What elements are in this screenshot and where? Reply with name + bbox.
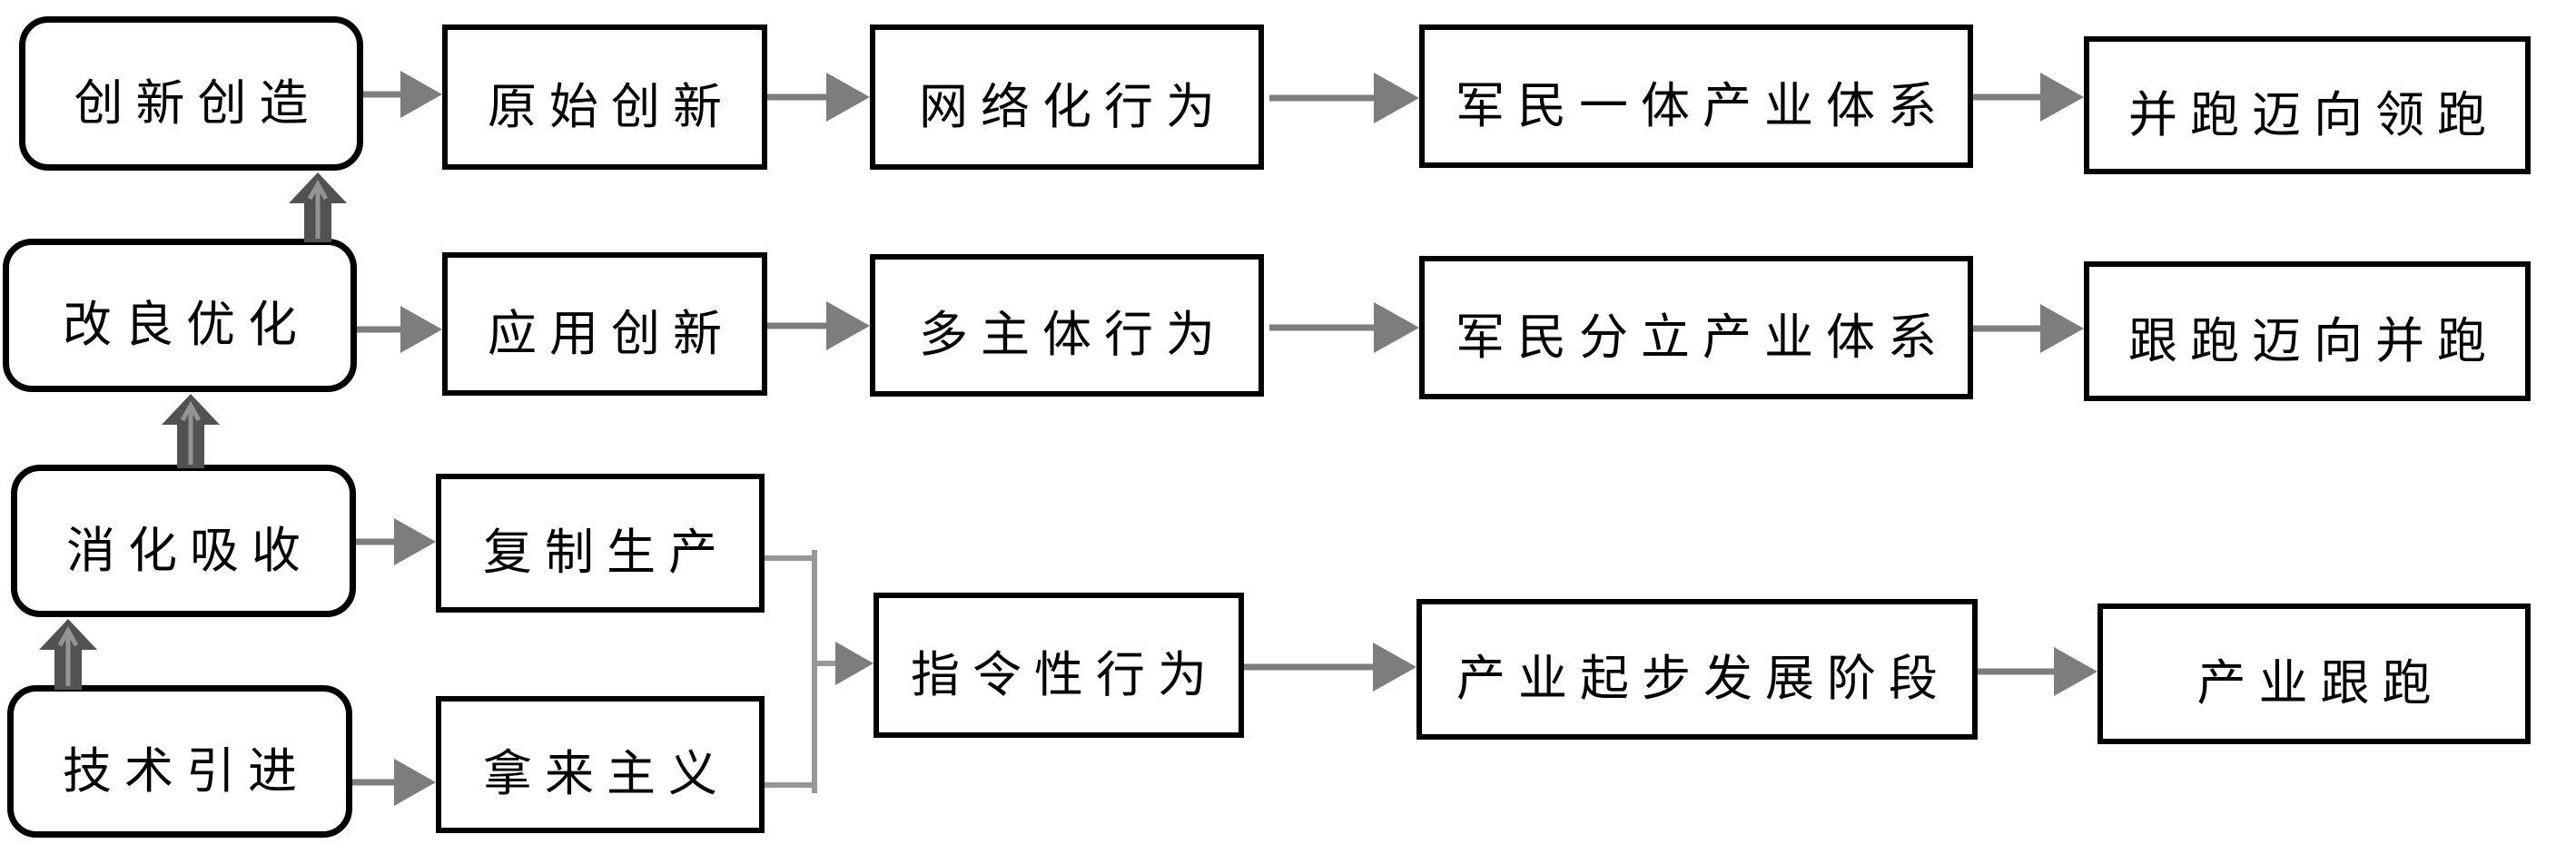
arrow-c2r2-c3r2 [767,301,870,350]
node-improvement-optimization: 改良优化 [3,239,357,392]
node-applied-innovation: 应用创新 [442,252,767,396]
arrow-c3r3-c4r3 [1244,643,1416,692]
node-directive-behavior: 指令性行为 [873,593,1244,738]
up-arrow-digestion-to-improvement [162,394,220,468]
node-following-to-parallel: 跟跑迈向并跑 [2084,261,2531,401]
node-industry-startup-stage: 产业起步发展阶段 [1416,599,1978,740]
arrow-c4r3-c5r3 [1978,647,2097,696]
merge-bracket [765,550,843,793]
arrow-c1r1-c2r1 [363,71,442,118]
node-take-ism: 拿来主义 [436,696,765,833]
node-technology-introduction: 技术引进 [7,685,352,838]
node-digestion-absorption: 消化吸收 [11,465,356,617]
node-original-innovation: 原始创新 [442,25,767,170]
node-networked-behavior: 网络化行为 [870,25,1264,170]
arrow-c4r1-c5r1 [1973,73,2084,122]
node-multi-agent-behavior: 多主体行为 [870,254,1264,397]
node-military-civilian-separated-system: 军民分立产业体系 [1419,256,1973,399]
arrow-c2r1-c3r1 [767,73,870,122]
node-innovation-creation: 创新创造 [19,16,363,171]
arrow-c1r3-c2r3 [356,518,436,565]
arrow-c3r1-c4r1 [1269,73,1419,123]
arrow-c3r2-c4r2 [1269,302,1419,353]
up-arrow-improvement-to-innovation [289,172,347,242]
node-industry-following: 产业跟跑 [2097,604,2531,744]
arrow-c4r2-c5r2 [1973,304,2084,353]
node-parallel-to-leading: 并跑迈向领跑 [2084,36,2531,174]
arrow-c1r2-c2r2 [357,306,442,353]
merge-arrowhead [835,642,873,685]
node-copy-production: 复制生产 [436,474,765,613]
up-arrow-tech-to-digestion [39,619,97,690]
node-military-civilian-integrated-system: 军民一体产业体系 [1419,25,1973,168]
arrow-c1r4-c2r4 [352,759,436,806]
